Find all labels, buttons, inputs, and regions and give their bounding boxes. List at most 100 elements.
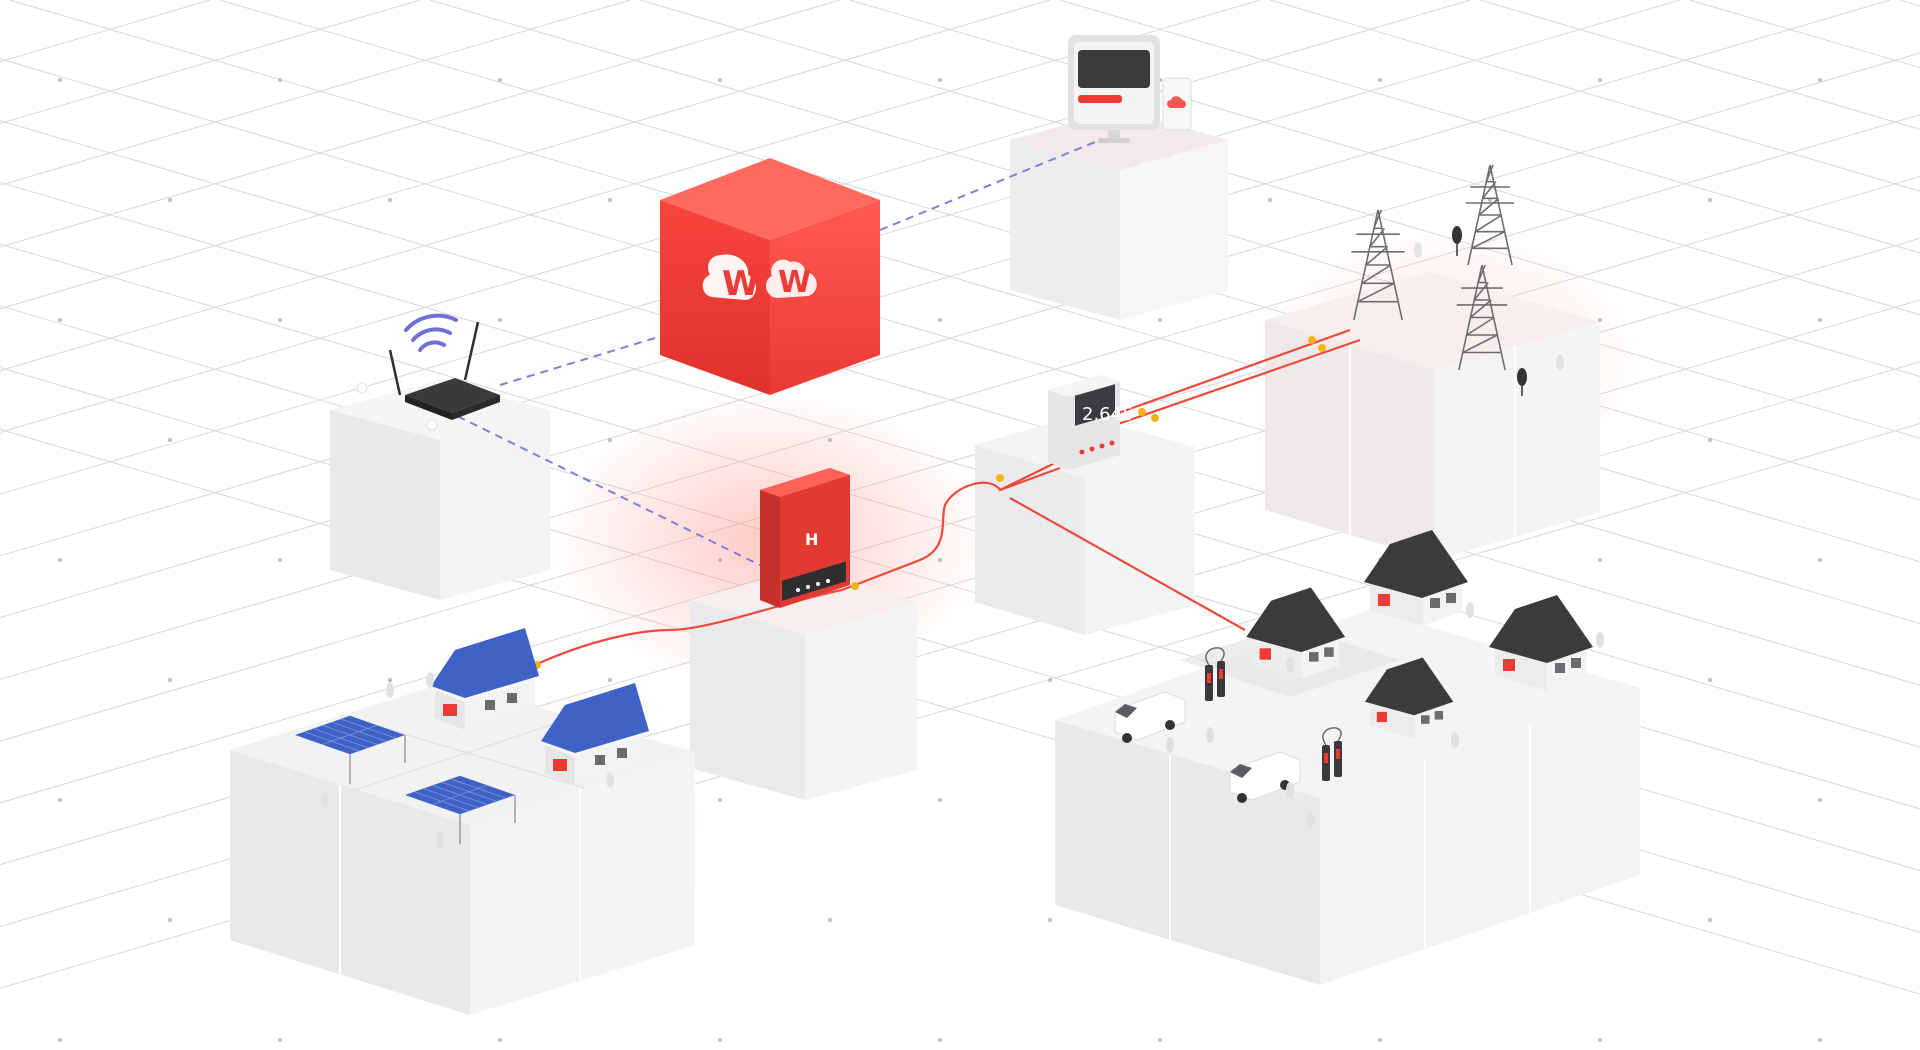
grid-node xyxy=(1598,78,1602,82)
grid-node xyxy=(1818,318,1822,322)
grid-line xyxy=(1269,0,1920,192)
grid-node xyxy=(168,198,172,202)
grid-node xyxy=(1158,318,1162,322)
power-pylons xyxy=(1351,164,1515,371)
grid-line xyxy=(9,0,1920,563)
grid-node xyxy=(1378,1038,1382,1042)
cloud-logo-letter-2: W xyxy=(778,265,811,300)
grid-node xyxy=(1818,78,1822,82)
grid-node xyxy=(1048,678,1052,682)
grid-node xyxy=(1708,438,1712,442)
house-icon xyxy=(1364,657,1454,740)
grid-node xyxy=(718,1038,722,1042)
grid-line xyxy=(0,0,841,248)
cloud-platform-cube[interactable]: W W xyxy=(660,158,880,395)
meter-grid-line-b xyxy=(1094,338,1361,434)
power-pylon-icon xyxy=(1351,209,1405,321)
grid-node xyxy=(938,78,942,82)
grid-node xyxy=(278,558,282,562)
grid-node xyxy=(1048,918,1052,922)
grid-node xyxy=(828,918,832,922)
community-block xyxy=(1114,530,1604,828)
grid-node xyxy=(1378,78,1382,82)
ev-charger-icon xyxy=(1205,647,1225,701)
cloud-logo-letter: W xyxy=(722,264,760,304)
grid-node xyxy=(498,318,502,322)
monitor-icon[interactable] xyxy=(1068,35,1192,143)
house-icon xyxy=(431,628,539,730)
tree-icon xyxy=(606,772,614,788)
grid-node xyxy=(58,318,62,322)
smart-meter-icon[interactable]: 2.645 xyxy=(1048,375,1134,470)
grid-node xyxy=(938,318,942,322)
grid-node xyxy=(1708,918,1712,922)
tree-icon xyxy=(321,792,329,808)
grid-community-line xyxy=(1009,497,1246,631)
grid-node xyxy=(608,678,612,682)
tree-icon xyxy=(426,672,434,688)
grid-line xyxy=(849,0,1920,316)
junction-dots xyxy=(533,336,1326,669)
grid-line xyxy=(0,0,631,186)
grid-line xyxy=(0,0,1471,433)
grid-node xyxy=(168,678,172,682)
inverter-platform xyxy=(690,568,917,800)
inverter-icon[interactable]: H xyxy=(760,468,850,608)
grid-line xyxy=(0,299,1920,866)
grid-node xyxy=(1158,1038,1162,1042)
grid-node xyxy=(608,198,612,202)
solar-farm xyxy=(295,628,649,848)
solar-panel-icon xyxy=(405,775,516,845)
wifi-router-icon[interactable] xyxy=(356,313,500,431)
tree-icon xyxy=(1306,812,1314,828)
grid-node xyxy=(938,798,942,802)
grid-node xyxy=(168,918,172,922)
van-icon xyxy=(1114,691,1186,743)
grid-line xyxy=(0,0,1051,310)
grid-node xyxy=(58,1038,62,1042)
grid-node xyxy=(1598,558,1602,562)
data-connections xyxy=(444,139,1101,576)
phone-cloud-icon xyxy=(1162,77,1192,131)
pylon-trees xyxy=(1414,226,1564,396)
grid-node xyxy=(1708,678,1712,682)
meter-reading: 2.645 xyxy=(1082,404,1134,425)
grid-line xyxy=(0,0,1891,557)
grid-line xyxy=(1899,0,1920,7)
power-pylon-icon xyxy=(1465,164,1515,266)
tree-icon xyxy=(1286,657,1294,673)
house-icon xyxy=(1364,530,1468,626)
inverter-meter-line xyxy=(841,457,1066,592)
tree-icon xyxy=(1206,727,1214,743)
grid-node xyxy=(498,78,502,82)
grid-node xyxy=(1818,798,1822,802)
power-connections xyxy=(534,328,1361,667)
pylon-platform xyxy=(1265,272,1600,560)
grid-node xyxy=(58,798,62,802)
tree-icon xyxy=(436,832,444,848)
grid-node xyxy=(58,78,62,82)
router-cloud-link xyxy=(499,334,666,386)
tree-icon xyxy=(1451,732,1459,748)
grid-line xyxy=(0,0,211,63)
grid-node xyxy=(938,1038,942,1042)
power-pylon-icon xyxy=(1456,264,1508,371)
tree-icon xyxy=(386,682,394,698)
grid-line xyxy=(1059,0,1920,254)
grid-node xyxy=(718,78,722,82)
grid-node xyxy=(1818,1038,1822,1042)
grid-node xyxy=(1708,198,1712,202)
meter-grid-line-a xyxy=(1084,328,1351,427)
meter-grid-line-c xyxy=(999,466,1061,492)
grid-node xyxy=(58,558,62,562)
house-icon xyxy=(541,683,649,785)
tree-icon xyxy=(1596,632,1604,648)
grid-line xyxy=(429,0,1920,439)
grid-node xyxy=(168,438,172,442)
grid-node xyxy=(278,1038,282,1042)
grid-line xyxy=(0,0,1261,372)
house-icon xyxy=(1246,587,1346,679)
grid-node xyxy=(498,1038,502,1042)
house-icon xyxy=(1489,595,1593,691)
